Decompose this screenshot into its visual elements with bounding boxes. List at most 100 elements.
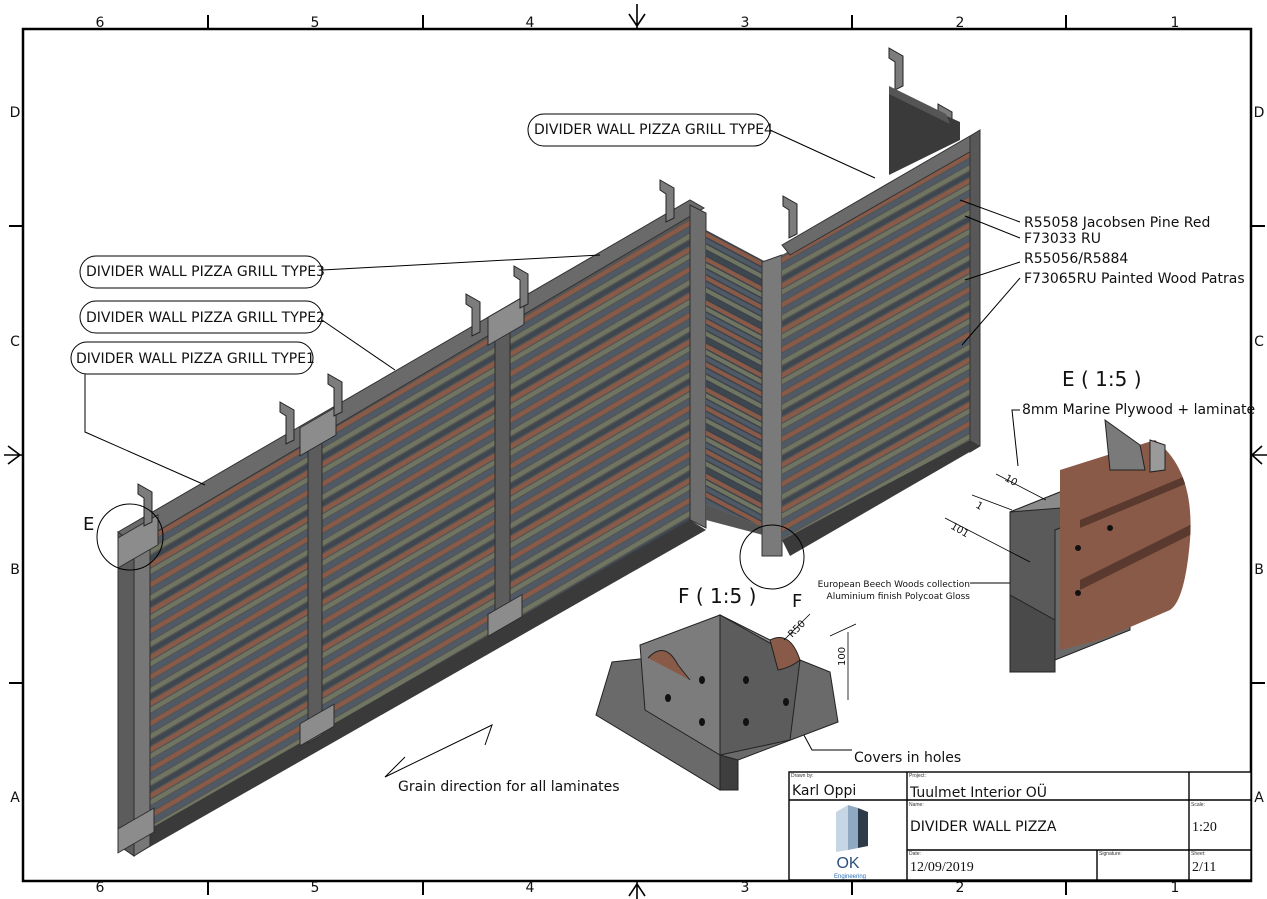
laminate-slat: [782, 386, 970, 502]
laminate-slat: [782, 265, 970, 380]
zone-number-top: 2: [956, 15, 965, 31]
laminate-slat: [782, 406, 970, 521]
laminate-slat: [134, 468, 690, 804]
laminate-slat: [706, 409, 766, 451]
laminate-slat: [706, 366, 766, 407]
laminate-slat: [706, 267, 766, 308]
laminate-slat: [134, 429, 690, 765]
laminate-slat: [134, 264, 690, 600]
laminate-slat: [134, 224, 690, 560]
name-label: Name:: [909, 802, 924, 808]
laminate-slat: [134, 310, 690, 646]
zone-number-top: 3: [741, 15, 750, 31]
laminate-slat: [706, 292, 766, 333]
laminate-slat: [782, 201, 970, 316]
detail-e-marker: E: [83, 514, 94, 535]
laminate-slat: [782, 425, 970, 540]
laminate-slat: [134, 488, 690, 824]
laminate-slat: [706, 459, 766, 500]
laminate-slat: [706, 323, 766, 364]
laminate-slat: [706, 354, 766, 395]
laminate-slat: [134, 270, 690, 606]
zone-letter-left: C: [10, 334, 20, 350]
laminate-slat: [782, 316, 970, 432]
detail-e-title: E ( 1:5 ): [1062, 367, 1142, 391]
date: 12/09/2019: [910, 860, 974, 875]
laminate-slat: [134, 462, 690, 798]
laminate-slat: [782, 162, 970, 278]
laminate-slat: [782, 239, 970, 355]
laminate-slat: [134, 323, 690, 659]
scale: 1:20: [1192, 820, 1217, 835]
laminate-slat: [782, 188, 970, 304]
covers-note: Covers in holes: [854, 750, 961, 766]
zone-letter-left: D: [10, 105, 21, 121]
detail-f-circle: [739, 524, 805, 590]
callout-type1: DIVIDER WALL PIZZA GRILL TYPE1: [76, 351, 315, 367]
laminate-slat: [782, 412, 970, 528]
material-1: R55058 Jacobsen Pine Red: [1024, 215, 1210, 231]
laminate-slat: [706, 261, 766, 302]
laminate-slat: [706, 403, 766, 445]
laminate-slat: [782, 156, 970, 272]
laminate-slat: [706, 304, 766, 345]
drawing-name: DIVIDER WALL PIZZA: [910, 819, 1057, 835]
dim-101: 101: [949, 521, 971, 540]
laminate-slat: [782, 342, 970, 457]
logo-subtext: Engineering: [834, 874, 866, 880]
laminate-slat: [782, 380, 970, 496]
laminate-slat: [134, 442, 690, 778]
zone-number-bottom: 6: [96, 880, 105, 896]
zone-letter-left: A: [10, 790, 20, 806]
laminate-slat: [134, 330, 690, 666]
laminate-slat: [134, 350, 690, 685]
laminate-slat: [134, 409, 690, 745]
laminate-slat: [706, 471, 766, 513]
laminate-slat: [706, 329, 766, 370]
detail-f-dimensions: [783, 613, 857, 700]
zone-number-top: 6: [96, 15, 105, 31]
zone-number-top: 1: [1171, 15, 1180, 31]
zone-letter-right: C: [1254, 334, 1264, 350]
laminate-slat: [782, 182, 970, 297]
laminate-slat: [782, 374, 970, 489]
laminate-slat: [706, 341, 766, 383]
laminate-slat: [706, 422, 766, 463]
laminate-slat: [782, 418, 970, 534]
laminate-slat: [706, 360, 766, 401]
dim-r50: R50: [786, 618, 808, 640]
laminate-slat: [782, 335, 970, 451]
laminate-slat: [134, 482, 690, 817]
laminate-slat: [134, 416, 690, 751]
project-label: Project:: [909, 773, 926, 779]
laminate-slat: [782, 361, 970, 476]
dim-1: 1: [974, 500, 985, 513]
detail-f-marker: F: [792, 591, 802, 612]
grain-note: Grain direction for all laminates: [398, 779, 620, 795]
laminate-slat: [706, 447, 766, 488]
laminate-slat: [134, 501, 690, 837]
zone-number-bottom: 5: [311, 880, 320, 896]
laminate-slat: [782, 367, 970, 483]
laminate-slat: [706, 378, 766, 420]
laminate-slat: [782, 169, 970, 284]
laminate-slat: [134, 343, 690, 679]
laminate-slat: [782, 246, 970, 361]
laminate-slat: [782, 290, 970, 406]
laminate-slat: [134, 356, 690, 692]
laminate-slat: [134, 277, 690, 613]
laminate-slat: [706, 310, 766, 352]
laminate-slat: [782, 297, 970, 412]
laminate-slat: [706, 490, 766, 528]
laminate-slat: [706, 397, 766, 438]
laminate-slat: [706, 453, 766, 494]
laminate-slat: [782, 207, 970, 323]
laminate-slat: [782, 393, 970, 508]
laminate-slat: [134, 317, 690, 652]
zone-ticks: [9, 15, 1265, 895]
laminate-slat: [706, 316, 766, 358]
material-3: R55056/R5884: [1024, 251, 1128, 267]
drawn-by-label: Drawn by:: [791, 773, 814, 779]
laminate-slat: [134, 455, 690, 791]
